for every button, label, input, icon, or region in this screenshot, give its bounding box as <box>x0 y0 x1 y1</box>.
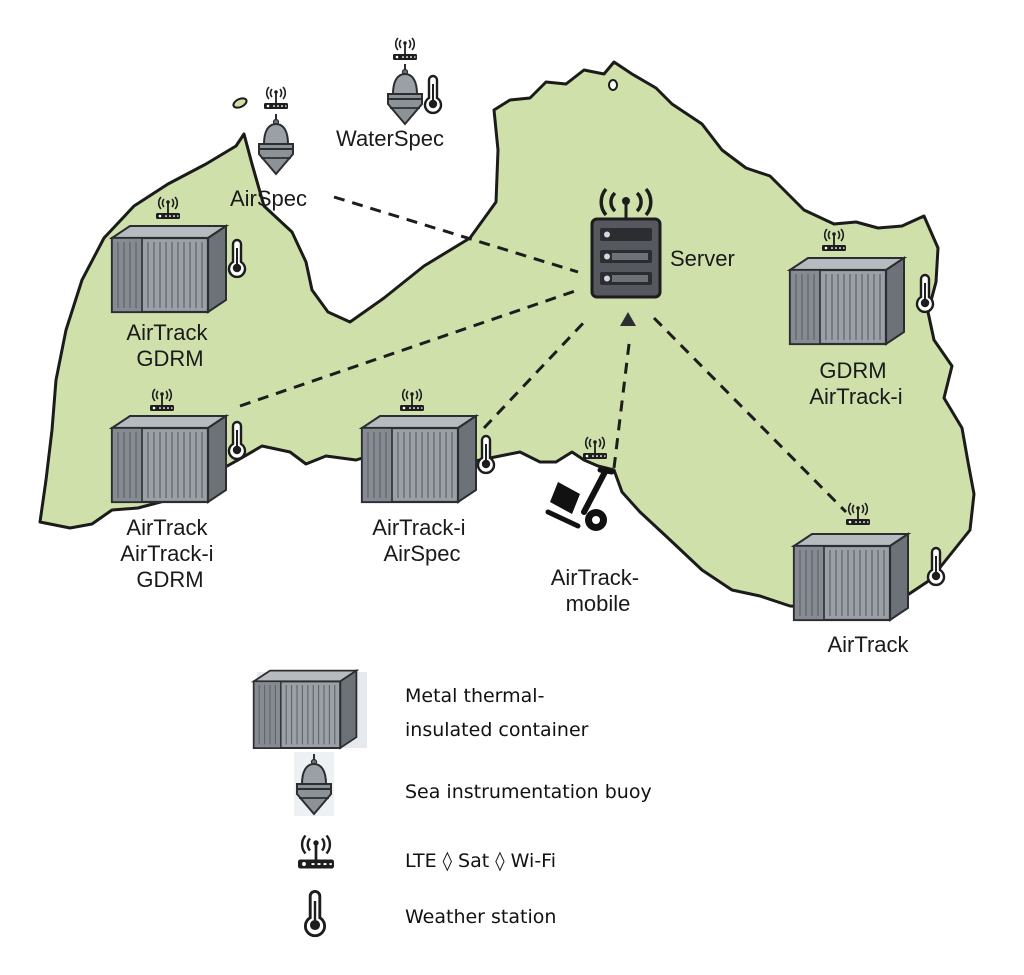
links <box>239 195 848 514</box>
container-icon <box>110 414 228 504</box>
router-antenna-icon <box>296 834 336 870</box>
hand-truck-icon <box>545 467 615 531</box>
router-antenna-icon <box>149 388 175 412</box>
router-antenna-icon <box>263 86 289 110</box>
site-label: AirTrack- mobile <box>551 565 646 616</box>
server-node[interactable]: Server <box>590 187 735 299</box>
link-airtracki-airspec <box>482 316 590 430</box>
router-antenna-icon <box>821 228 847 252</box>
site-label: AirTrack <box>827 632 909 657</box>
container-icon <box>788 256 906 346</box>
site-airtrack-gdrm[interactable]: AirTrack GDRM <box>110 196 247 371</box>
legend-label: LTE ◊ Sat ◊ Wi-Fi <box>405 850 556 872</box>
thermometer-icon <box>423 74 443 115</box>
router-antenna-icon <box>155 196 181 220</box>
container-icon <box>360 414 478 504</box>
site-label: AirTrack-i AirSpec <box>372 515 471 566</box>
legend-label: Sea instrumentation buoy <box>405 781 652 803</box>
site-airtracki-airspec[interactable]: AirTrack-i AirSpec <box>360 388 496 566</box>
server-label: Server <box>670 246 735 271</box>
thermometer-icon <box>303 889 327 938</box>
legend-item-buoy: Sea instrumentation buoy <box>294 752 652 816</box>
site-waterspec-buoy[interactable]: WaterSpec <box>336 37 444 151</box>
legend: Metal thermal- insulated container Sea i… <box>252 669 652 938</box>
island <box>608 79 618 91</box>
legend-label: Metal thermal- insulated container <box>405 685 589 741</box>
site-label: AirTrack GDRM <box>126 320 213 371</box>
link-airtrack-east <box>652 316 848 514</box>
legend-label: Weather station <box>405 906 556 928</box>
router-antenna-icon <box>582 436 608 460</box>
link-airtrack-mobile <box>612 335 632 469</box>
container-icon <box>110 224 228 314</box>
legend-item-connectivity: LTE ◊ Sat ◊ Wi-Fi <box>296 834 556 872</box>
site-label: AirSpec <box>230 186 307 211</box>
site-gdrm-airtracki[interactable]: GDRM AirTrack-i <box>788 228 935 409</box>
site-label: WaterSpec <box>336 126 444 151</box>
site-airspec-buoy[interactable]: AirSpec <box>230 86 307 211</box>
site-label: AirTrack AirTrack-i GDRM <box>120 515 219 592</box>
container-icon <box>252 669 358 749</box>
uplink-arrow-icon <box>620 312 636 326</box>
legend-item-container: Metal thermal- insulated container <box>252 669 589 749</box>
router-antenna-icon <box>392 37 418 61</box>
buoy-icon <box>387 63 423 125</box>
router-antenna-icon <box>399 388 425 412</box>
link-airtrack-airtracki-gdrm <box>239 288 579 408</box>
buoy-icon <box>258 113 294 175</box>
router-antenna-icon <box>845 502 871 526</box>
site-airtrack-mobile[interactable]: AirTrack- mobile <box>545 436 646 616</box>
link-airspec <box>333 195 579 274</box>
site-airtrack-east[interactable]: AirTrack <box>792 502 946 657</box>
site-label: GDRM AirTrack-i <box>809 358 902 409</box>
legend-item-weather-station: Weather station <box>303 889 556 938</box>
site-airtrack-airtracki-gdrm[interactable]: AirTrack AirTrack-i GDRM <box>110 388 247 592</box>
container-icon <box>792 532 910 622</box>
server-icon <box>590 187 662 299</box>
island <box>232 97 248 109</box>
